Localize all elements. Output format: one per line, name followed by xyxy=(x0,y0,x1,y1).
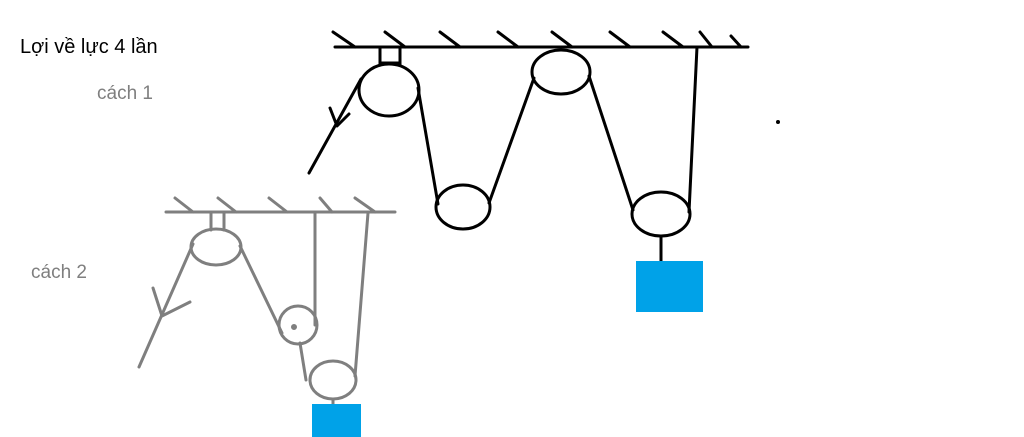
method-1-label: cách 1 xyxy=(97,83,153,104)
method-1-fixed-pulley-right xyxy=(530,48,592,96)
method-2-movable-pulley-1 xyxy=(277,304,319,346)
method-2-rope xyxy=(137,211,370,406)
method-2-pull-arrow xyxy=(151,286,192,318)
method-1-system xyxy=(307,30,780,312)
method-1-movable-pulley-1 xyxy=(434,183,492,231)
method-1-rope xyxy=(307,45,699,263)
method-2-load-block xyxy=(312,404,361,437)
method-1-load-block xyxy=(636,261,703,312)
method-2-movable-pulley-2 xyxy=(308,359,358,401)
method-1-pull-arrow xyxy=(328,106,351,128)
method-2-pulley-mount xyxy=(209,211,226,232)
method-2-label: cách 2 xyxy=(31,262,87,283)
method-1-pulley-mount xyxy=(378,46,402,67)
method-2-pulley-axle xyxy=(291,324,297,330)
method-2-fixed-pulley xyxy=(189,227,243,267)
method-1-ceiling xyxy=(331,30,750,49)
diagram-title: Lợi về lực 4 lần xyxy=(20,36,158,58)
stray-dot xyxy=(776,120,780,124)
method-1-fixed-pulley-left xyxy=(357,62,421,118)
method-2-system xyxy=(137,196,397,437)
method-1-movable-pulley-2 xyxy=(630,190,692,238)
method-2-ceiling xyxy=(164,196,397,214)
